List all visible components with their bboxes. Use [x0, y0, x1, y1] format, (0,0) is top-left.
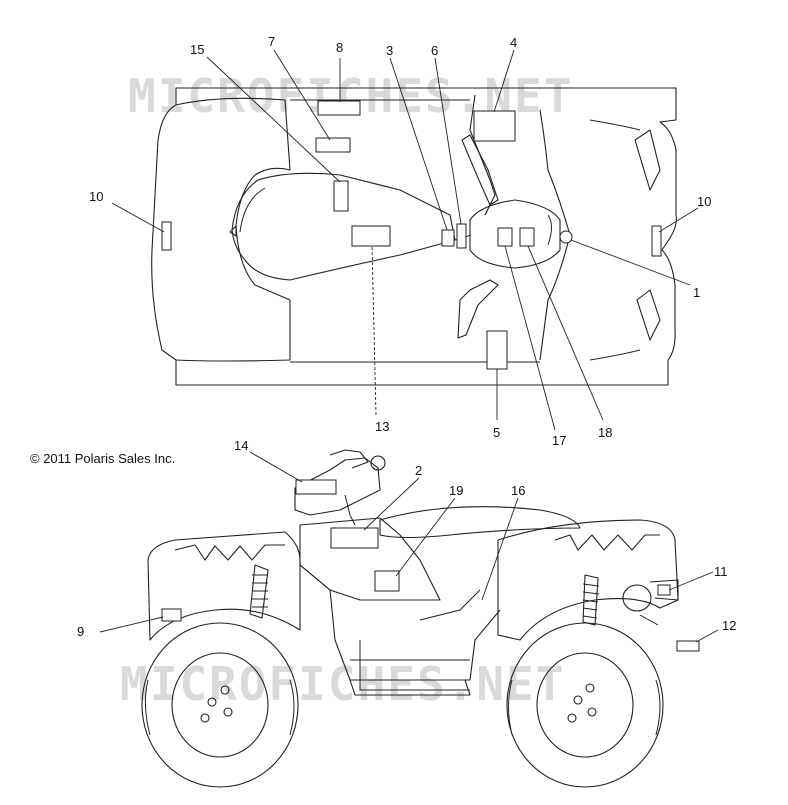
decal-15: [333, 180, 349, 212]
callout-11: 11: [714, 564, 728, 579]
callout-16: 16: [511, 483, 525, 498]
callout-4: 4: [510, 35, 517, 50]
watermark-bottom: MICROFICHES.NET: [120, 657, 565, 711]
decal-9: [161, 608, 182, 622]
decal-14: [295, 479, 337, 495]
callout-17: 17: [552, 433, 566, 448]
callout-15: 15: [190, 42, 204, 57]
decal-6: [456, 223, 467, 249]
decal-2: [330, 527, 379, 549]
decal-17: [497, 227, 513, 247]
callout-9: 9: [77, 624, 84, 639]
top-view-atv: [151, 87, 677, 386]
decal-13: [351, 225, 391, 247]
decal-12: [676, 640, 700, 652]
decal-10-rear: [161, 221, 172, 251]
callout-14: 14: [234, 438, 248, 453]
callout-10-rear: 10: [89, 189, 103, 204]
side-view-atv: [141, 449, 700, 788]
side-view-leaders: [99, 451, 719, 643]
callout-6: 6: [431, 43, 438, 58]
callout-8: 8: [336, 40, 343, 55]
callout-2: 2: [415, 463, 422, 478]
callout-1: 1: [693, 285, 700, 300]
callout-19: 19: [449, 483, 463, 498]
decal-8: [317, 100, 361, 116]
top-view-leaders: [111, 49, 699, 431]
decal-3: [441, 229, 455, 247]
decal-7: [315, 137, 351, 153]
decal-5: [486, 330, 508, 370]
decal-10-front: [651, 225, 662, 257]
callout-12: 12: [722, 618, 736, 633]
decal-4: [473, 110, 516, 142]
callout-18: 18: [598, 425, 612, 440]
decal-11: [657, 584, 671, 596]
callout-13: 13: [375, 419, 389, 434]
decal-18: [519, 227, 535, 247]
side-view-callouts: 14 2 19 16 9 11 12: [77, 438, 736, 639]
callout-3: 3: [386, 43, 393, 58]
top-view-callouts: 8 7 15 3 6 4 10 10 1 13 5 17 18: [89, 34, 711, 448]
decal-1: [559, 230, 573, 244]
callout-5: 5: [493, 425, 500, 440]
copyright-notice: © 2011 Polaris Sales Inc.: [30, 451, 176, 466]
decal-19: [374, 570, 400, 592]
callout-10-front: 10: [697, 194, 711, 209]
callout-7: 7: [268, 34, 275, 49]
